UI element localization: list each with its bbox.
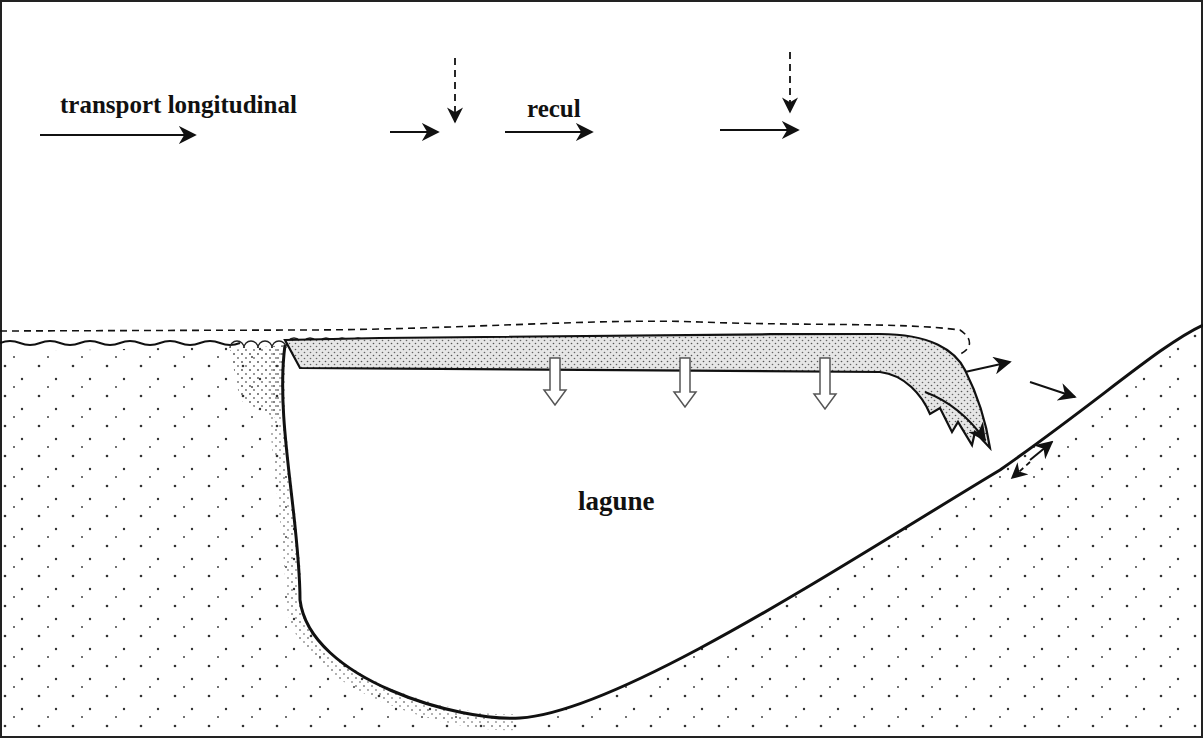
process-label: transport longitudinal (60, 92, 297, 117)
area-label: lagune (578, 488, 655, 515)
process-label: recul (527, 96, 581, 121)
